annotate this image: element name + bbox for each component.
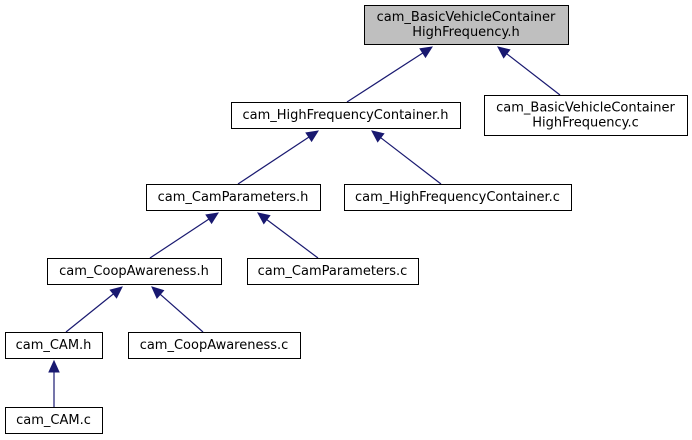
arrowhead-icon bbox=[371, 130, 385, 143]
edge-line bbox=[149, 218, 210, 259]
node-label: cam_BasicVehicleContainer bbox=[377, 10, 556, 25]
arrowhead-icon bbox=[305, 130, 320, 143]
edges-layer bbox=[48, 46, 561, 407]
node-hfc-c[interactable]: cam_HighFrequencyContainer.c bbox=[344, 184, 572, 211]
node-label: HighFrequency.h bbox=[412, 25, 520, 40]
arrowhead-icon bbox=[257, 212, 271, 225]
edge-line bbox=[159, 293, 204, 333]
edge-coop_h-to-cp_h bbox=[149, 212, 220, 259]
node-label: cam_HighFrequencyContainer.h bbox=[242, 108, 448, 123]
edge-line bbox=[346, 52, 424, 103]
arrowhead-icon bbox=[419, 46, 434, 59]
arrowhead-icon bbox=[205, 212, 220, 225]
node-box bbox=[344, 184, 572, 211]
arrowhead-icon bbox=[151, 286, 165, 299]
node-box bbox=[364, 5, 569, 45]
node-label: cam_CAM.h bbox=[16, 338, 92, 353]
edge-hfc_c-to-hfc_h bbox=[371, 130, 442, 185]
edge-line bbox=[266, 219, 319, 259]
node-cp-h[interactable]: cam_CamParameters.h bbox=[146, 184, 321, 211]
node-box bbox=[5, 332, 103, 359]
edge-cam_h-to-coop_h bbox=[65, 286, 123, 333]
node-hfc-h[interactable]: cam_HighFrequencyContainer.h bbox=[231, 102, 461, 129]
node-label: cam_BasicVehicleContainer bbox=[496, 101, 675, 116]
node-cam-c[interactable]: cam_CAM.c bbox=[5, 407, 103, 434]
node-label: cam_CamParameters.c bbox=[258, 264, 408, 279]
node-box bbox=[484, 95, 688, 136]
node-label: cam_CoopAwareness.h bbox=[59, 264, 209, 279]
node-box bbox=[247, 258, 419, 285]
edge-line bbox=[380, 137, 442, 185]
node-box bbox=[5, 407, 103, 434]
arrowhead-icon bbox=[109, 286, 123, 299]
node-box bbox=[128, 332, 301, 359]
node-cp-c[interactable]: cam_CamParameters.c bbox=[247, 258, 419, 285]
nodes-layer: cam_BasicVehicleContainerHighFrequency.h… bbox=[5, 5, 688, 434]
node-label: cam_CAM.c bbox=[16, 413, 91, 428]
node-label: HighFrequency.c bbox=[532, 116, 638, 131]
node-coop-c[interactable]: cam_CoopAwareness.c bbox=[128, 332, 301, 359]
node-box bbox=[146, 184, 321, 211]
node-coop-h[interactable]: cam_CoopAwareness.h bbox=[47, 258, 222, 285]
edge-coop_c-to-coop_h bbox=[151, 286, 204, 333]
edge-cp_c-to-cp_h bbox=[257, 212, 319, 259]
edge-bvc_c-to-bvc_h bbox=[497, 46, 561, 96]
edge-line bbox=[65, 293, 114, 333]
edge-line bbox=[237, 136, 310, 185]
edge-line bbox=[506, 53, 561, 96]
arrowhead-icon bbox=[48, 359, 60, 373]
node-label: cam_CoopAwareness.c bbox=[140, 338, 289, 353]
edge-cp_h-to-hfc_h bbox=[237, 130, 320, 185]
node-cam-h[interactable]: cam_CAM.h bbox=[5, 332, 103, 359]
arrowhead-icon bbox=[497, 46, 511, 59]
edge-hfc_h-to-bvc_h bbox=[346, 46, 434, 103]
node-box bbox=[47, 258, 222, 285]
node-label: cam_CamParameters.h bbox=[158, 190, 309, 205]
edge-cam_c-to-cam_h bbox=[48, 359, 60, 407]
node-label: cam_HighFrequencyContainer.c bbox=[355, 190, 560, 205]
node-box bbox=[231, 102, 461, 129]
